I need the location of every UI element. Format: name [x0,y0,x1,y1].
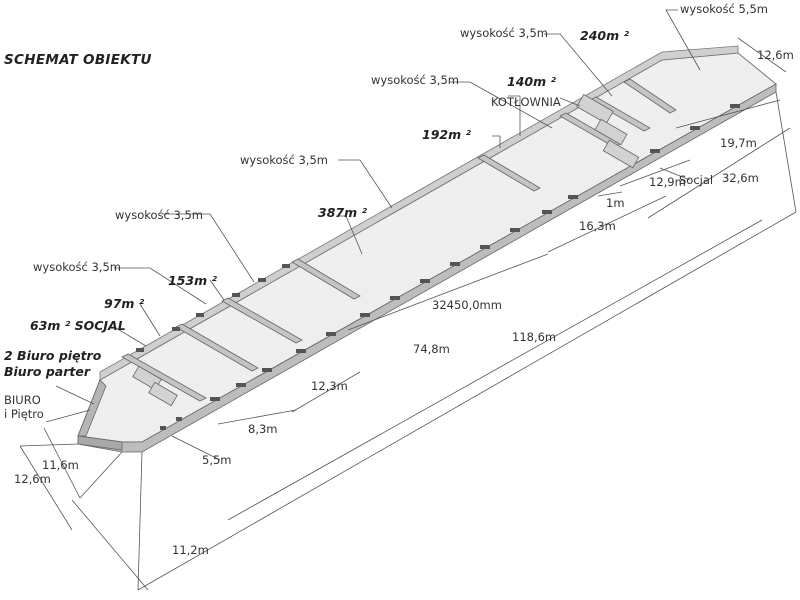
dimension-label: 12,3m [311,379,348,393]
office-wing-wall [77,379,107,437]
dimension-label: 32,6m [722,171,759,185]
height-label: wysokość 3,5m [371,73,459,87]
area-label: 153m ² [168,273,217,288]
office-wing-wall [77,435,123,451]
dimension-label: 12,6m [757,48,794,62]
back-windows [136,264,290,352]
area-label: 387m ² [318,205,367,220]
dimension-label: 11,6m [42,458,79,472]
height-label: wysokość 3,5m [115,208,203,222]
area-label: 97m ² [104,296,145,311]
area-label: 192m ² [422,127,471,142]
dimension-label: 19,7m [720,136,757,150]
leader-lines [45,9,701,423]
dimension-label: 12,6m [14,472,51,486]
dimension-label: 118,6m [512,330,557,344]
room-label-socjal: Socjal [679,173,714,187]
height-label: wysokość 3,5m [33,260,121,274]
partition-walls [121,78,677,402]
height-label: wysokość 3,5m [460,26,548,40]
area-label: 63m ² SOCJAL [30,318,126,333]
dimension-label: 16,3m [579,219,616,233]
dimension-label: 32450,0mm [432,298,502,312]
height-label: wysokość 3,5m [240,153,328,167]
dimension-label: 8,3m [248,422,278,436]
small-rooms [132,93,640,407]
room-label-biuro: BIURO [4,393,41,407]
dimension-label: 12,9m [649,175,686,189]
room-label-biuro-pietro: 2 Biuro piętro [4,348,102,363]
area-label: 140m ² [507,74,556,89]
room-label-kotlownia: KOTŁOWNIA [491,95,561,109]
dimension-label: 11,2m [172,543,209,557]
room-label-biuro-parter: Biuro parter [4,364,90,379]
dimension-lines [19,37,797,591]
front-windows [160,104,740,430]
dimension-label: 5,5m [202,453,232,467]
dimension-label: 74,8m [413,342,450,356]
dimension-label: 1m [606,196,625,210]
room-label-pietro: i Piętro [4,407,44,421]
area-label: 240m ² [580,28,629,43]
height-label: wysokość 5,5m [680,2,768,16]
diagram-title: SCHEMAT OBIEKTU [4,52,152,68]
back-wall [99,45,739,381]
